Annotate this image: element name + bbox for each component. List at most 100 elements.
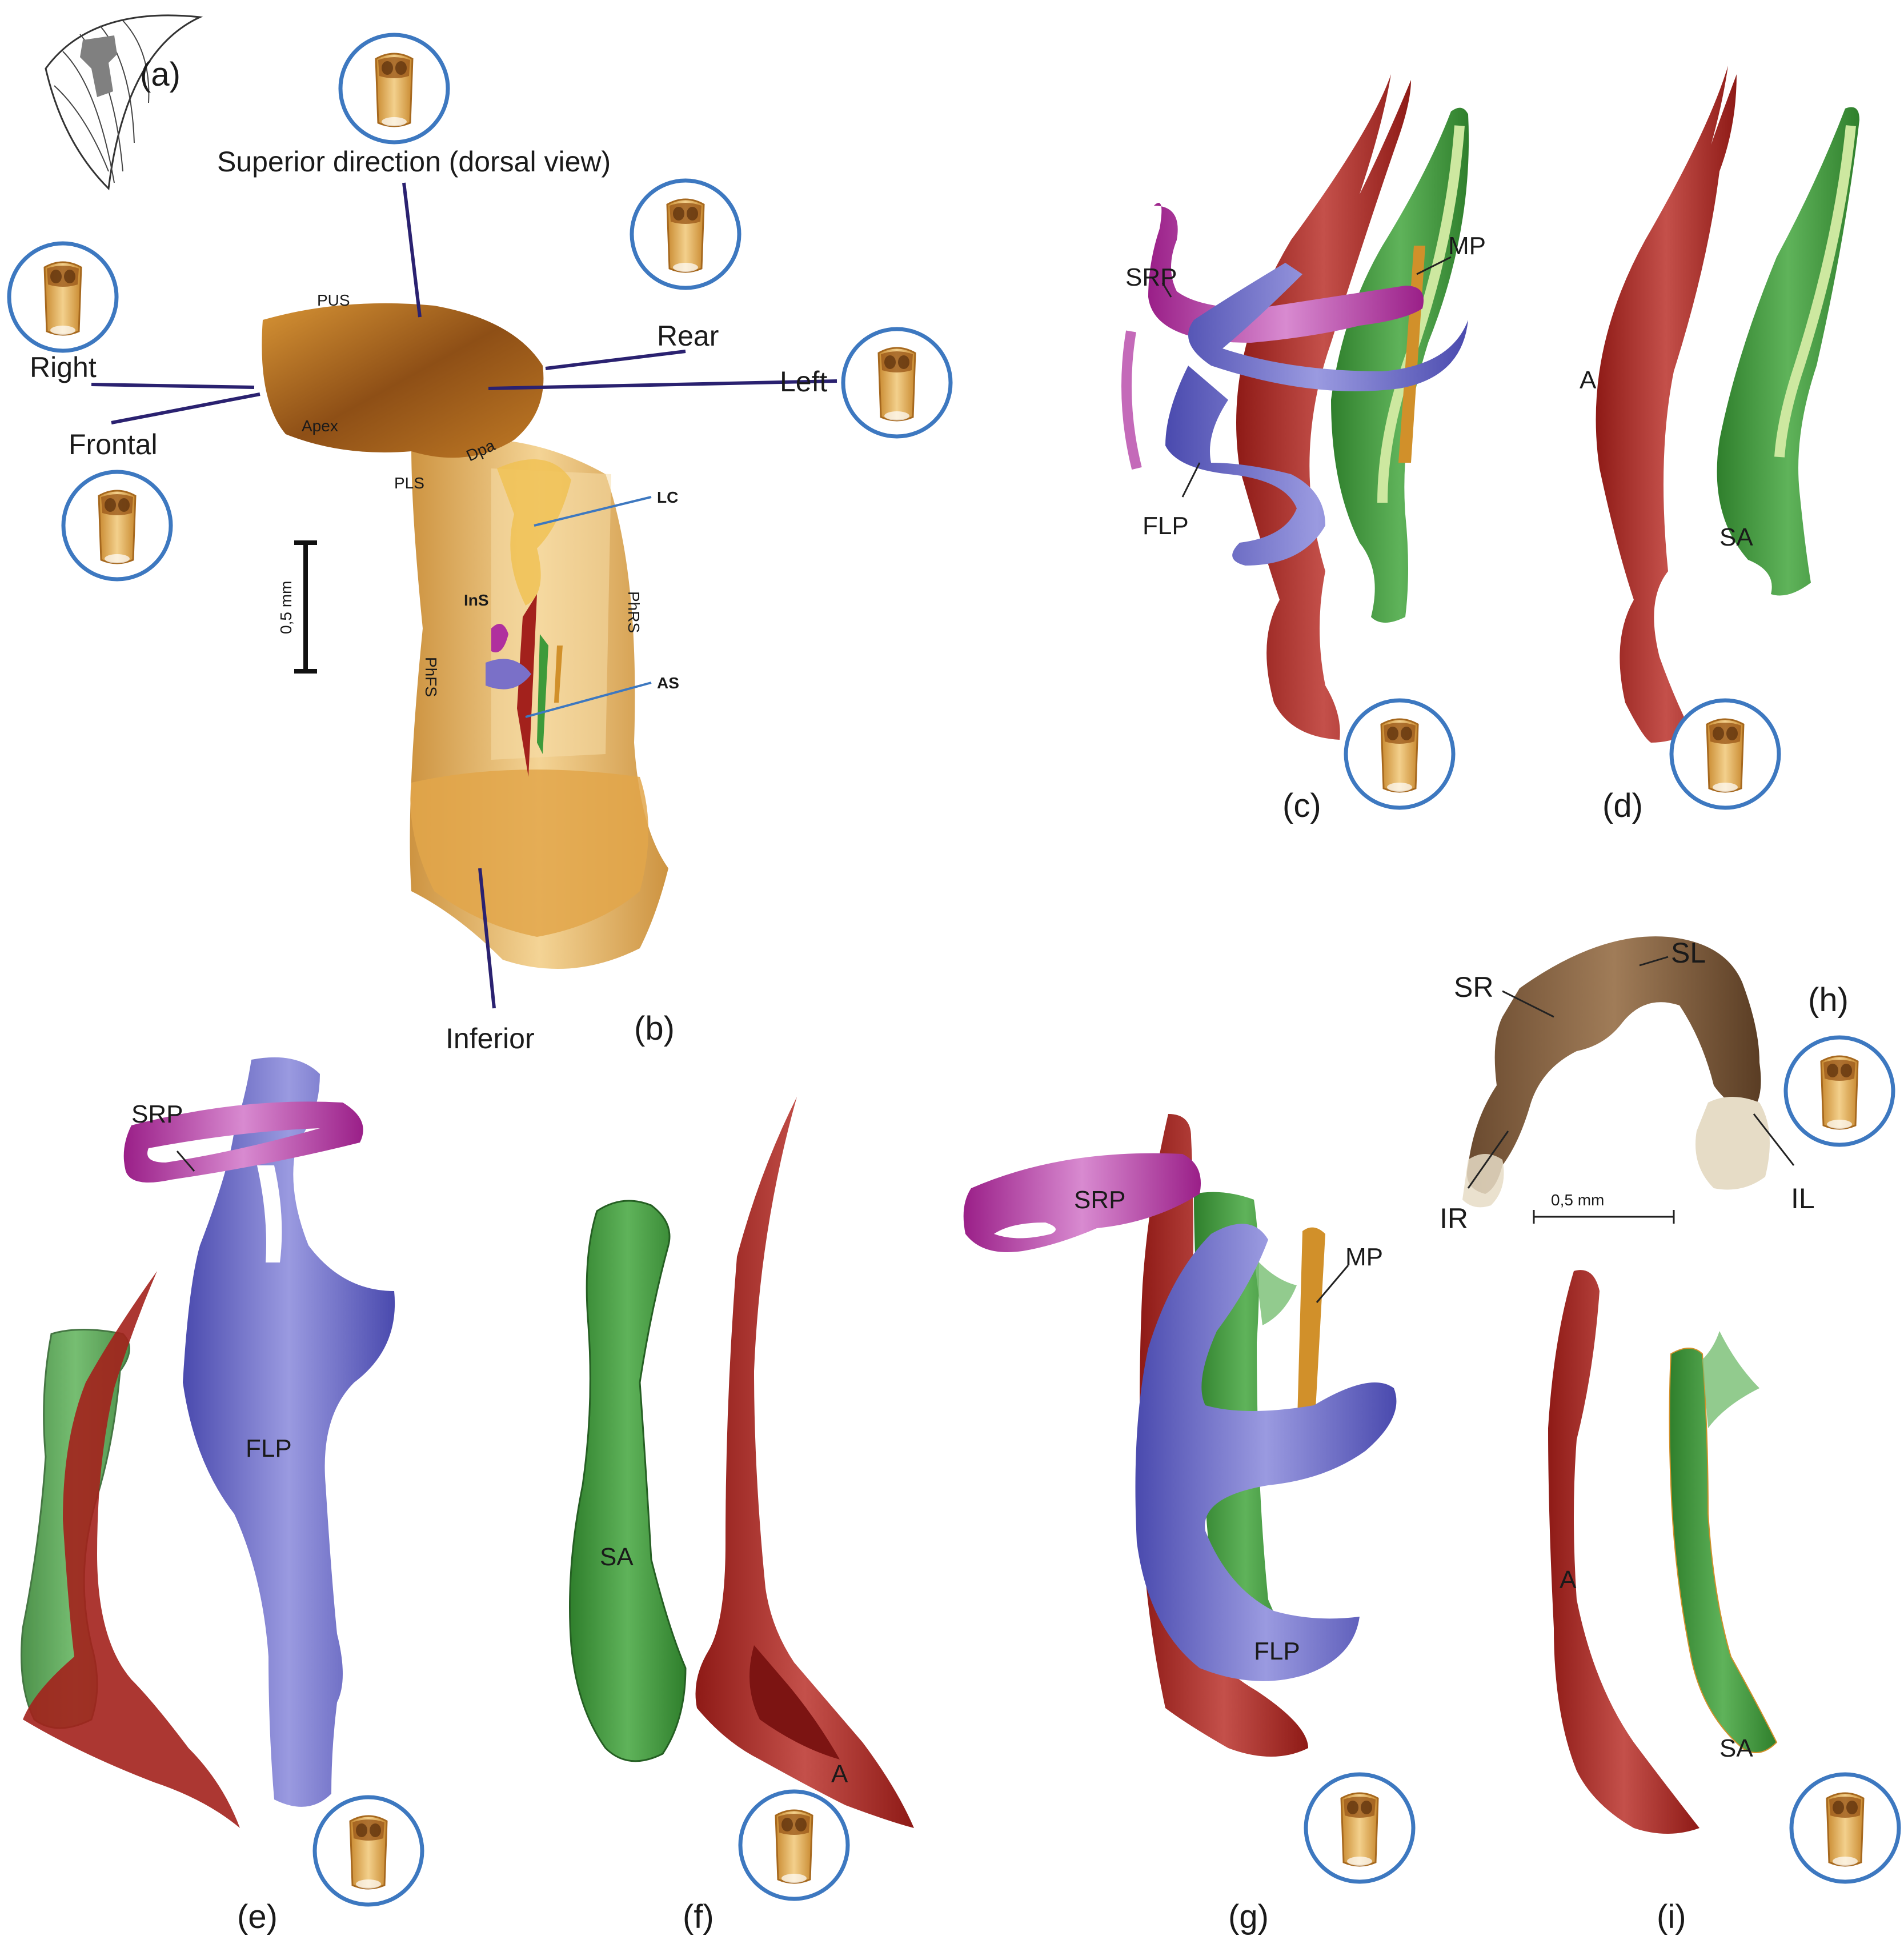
as-label: AS — [657, 674, 679, 692]
c-srp-leader — [1161, 282, 1172, 298]
g-sa-fin — [1254, 1257, 1297, 1325]
mini-purple — [491, 624, 508, 652]
g-mp-leader — [1316, 1265, 1349, 1303]
c-srp-tail — [1121, 330, 1142, 470]
h-sr-leader — [1502, 990, 1554, 1018]
rear-line — [545, 350, 686, 370]
g-mp-orange — [1297, 1227, 1325, 1442]
panel-f: SA A (f) — [569, 1097, 914, 1935]
h-il-leader — [1753, 1113, 1795, 1166]
left-label: Left — [780, 366, 828, 398]
pus-label: PUS — [317, 291, 350, 309]
inferior-line — [478, 868, 496, 1009]
h-base-left — [1462, 1154, 1504, 1208]
c-flp-label: FLP — [1143, 512, 1189, 540]
c-thumb-icon — [1346, 700, 1453, 808]
g-flp-label: FLP — [1254, 1637, 1300, 1665]
i-a-red — [1548, 1270, 1699, 1834]
specimen-head — [262, 303, 544, 458]
thumb-right-icon — [9, 243, 117, 351]
scale-bar-b: 0,5 mm — [277, 540, 317, 674]
i-sa-fin — [1702, 1331, 1759, 1428]
panel-e-label: (e) — [237, 1898, 278, 1935]
f-sa-green — [569, 1200, 687, 1762]
panel-d: A SA (d) — [1580, 66, 1859, 824]
f-a-inner — [749, 1645, 840, 1759]
apex-label: Apex — [302, 417, 338, 435]
f-sa-label: SA — [600, 1543, 634, 1571]
c-mp-leader — [1416, 256, 1452, 275]
panel-c: SRP MP FLP (c) — [1121, 74, 1486, 824]
h-sl-leader — [1639, 956, 1669, 967]
superior-label: Superior direction (dorsal view) — [217, 146, 611, 178]
e-flp-label: FLP — [246, 1434, 292, 1462]
wing-highlight — [80, 35, 117, 97]
i-sa-green — [1669, 1348, 1778, 1753]
panel-g-label: (g) — [1228, 1898, 1269, 1935]
d-aedeagus-red — [1596, 66, 1737, 743]
right-label: Right — [30, 351, 97, 383]
panel-c-label: (c) — [1282, 787, 1321, 824]
thumb-left-icon — [843, 329, 951, 436]
e-thumb-icon — [315, 1797, 422, 1905]
svg-text:0,5 mm: 0,5 mm — [1551, 1191, 1604, 1209]
h-il-label: IL — [1791, 1183, 1815, 1215]
frontal-label: Frontal — [69, 428, 158, 460]
panel-a-label: (a) — [140, 56, 181, 93]
c-mp-label: MP — [1448, 232, 1486, 260]
lc-label: LC — [657, 488, 678, 506]
h-thumb-icon — [1786, 1037, 1893, 1145]
d-a-label: A — [1580, 366, 1597, 394]
phfs-label: PhFS — [422, 657, 440, 697]
d-thumb-icon — [1671, 700, 1779, 808]
panel-h-label: (h) — [1808, 981, 1849, 1019]
lc-leader — [534, 496, 652, 527]
svg-text:0,5 mm: 0,5 mm — [277, 581, 295, 634]
f-thumb-icon — [740, 1791, 848, 1899]
h-specimen — [1467, 936, 1761, 1194]
h-sr-label: SR — [1454, 971, 1493, 1003]
scale-bar-h: 0,5 mm — [1533, 1191, 1675, 1224]
h-sl-label: SL — [1671, 937, 1706, 969]
c-flp-leader — [1181, 462, 1201, 498]
h-ir-leader — [1467, 1131, 1509, 1189]
frontal-line — [111, 392, 260, 424]
phrs-label: PhRS — [625, 591, 643, 633]
h-base-right — [1695, 1097, 1770, 1190]
mini-orange — [554, 646, 563, 703]
left-line — [488, 379, 837, 390]
g-srp-label: SRP — [1074, 1186, 1125, 1214]
e-srp-label: SRP — [131, 1100, 183, 1128]
c-srp-label: SRP — [1125, 263, 1177, 291]
c-flp-blue — [1165, 263, 1468, 566]
thumb-superior-icon — [340, 35, 448, 142]
as-leader — [525, 682, 652, 718]
mini-red — [517, 594, 537, 777]
e-srp-purple — [123, 1101, 363, 1183]
f-a-red — [695, 1097, 914, 1828]
ins-label: InS — [464, 591, 489, 609]
e-srp-leader — [176, 1151, 195, 1172]
panel-h: 0,5 mm SL SR IR IL (h) — [1440, 936, 1893, 1234]
i-thumb-icon — [1791, 1774, 1899, 1882]
panel-i-label: (i) — [1657, 1898, 1686, 1935]
panel-f-label: (f) — [683, 1898, 714, 1935]
thumb-frontal-icon — [63, 472, 171, 579]
right-line — [91, 383, 255, 389]
f-a-label: A — [831, 1760, 848, 1788]
d-sa-label: SA — [1719, 523, 1753, 551]
g-flp-blue — [1135, 1224, 1397, 1681]
panel-b: 0,5 mm Superior direction (dorsal view) … — [9, 35, 951, 1055]
g-thumb-icon — [1306, 1774, 1413, 1882]
i-sa-label: SA — [1719, 1734, 1753, 1762]
i-a-label: A — [1560, 1566, 1577, 1594]
panel-g: SRP MP FLP (g) — [963, 1114, 1413, 1935]
panel-i: A SA (i) — [1548, 1270, 1899, 1935]
e-a-red — [23, 1271, 240, 1828]
rear-label: Rear — [657, 320, 719, 352]
inferior-label: Inferior — [446, 1023, 535, 1055]
panel-a: (a) — [45, 14, 203, 191]
c-sa-green — [1331, 107, 1469, 623]
e-flp-blue — [183, 1057, 395, 1807]
pls-label: PLS — [394, 474, 424, 492]
